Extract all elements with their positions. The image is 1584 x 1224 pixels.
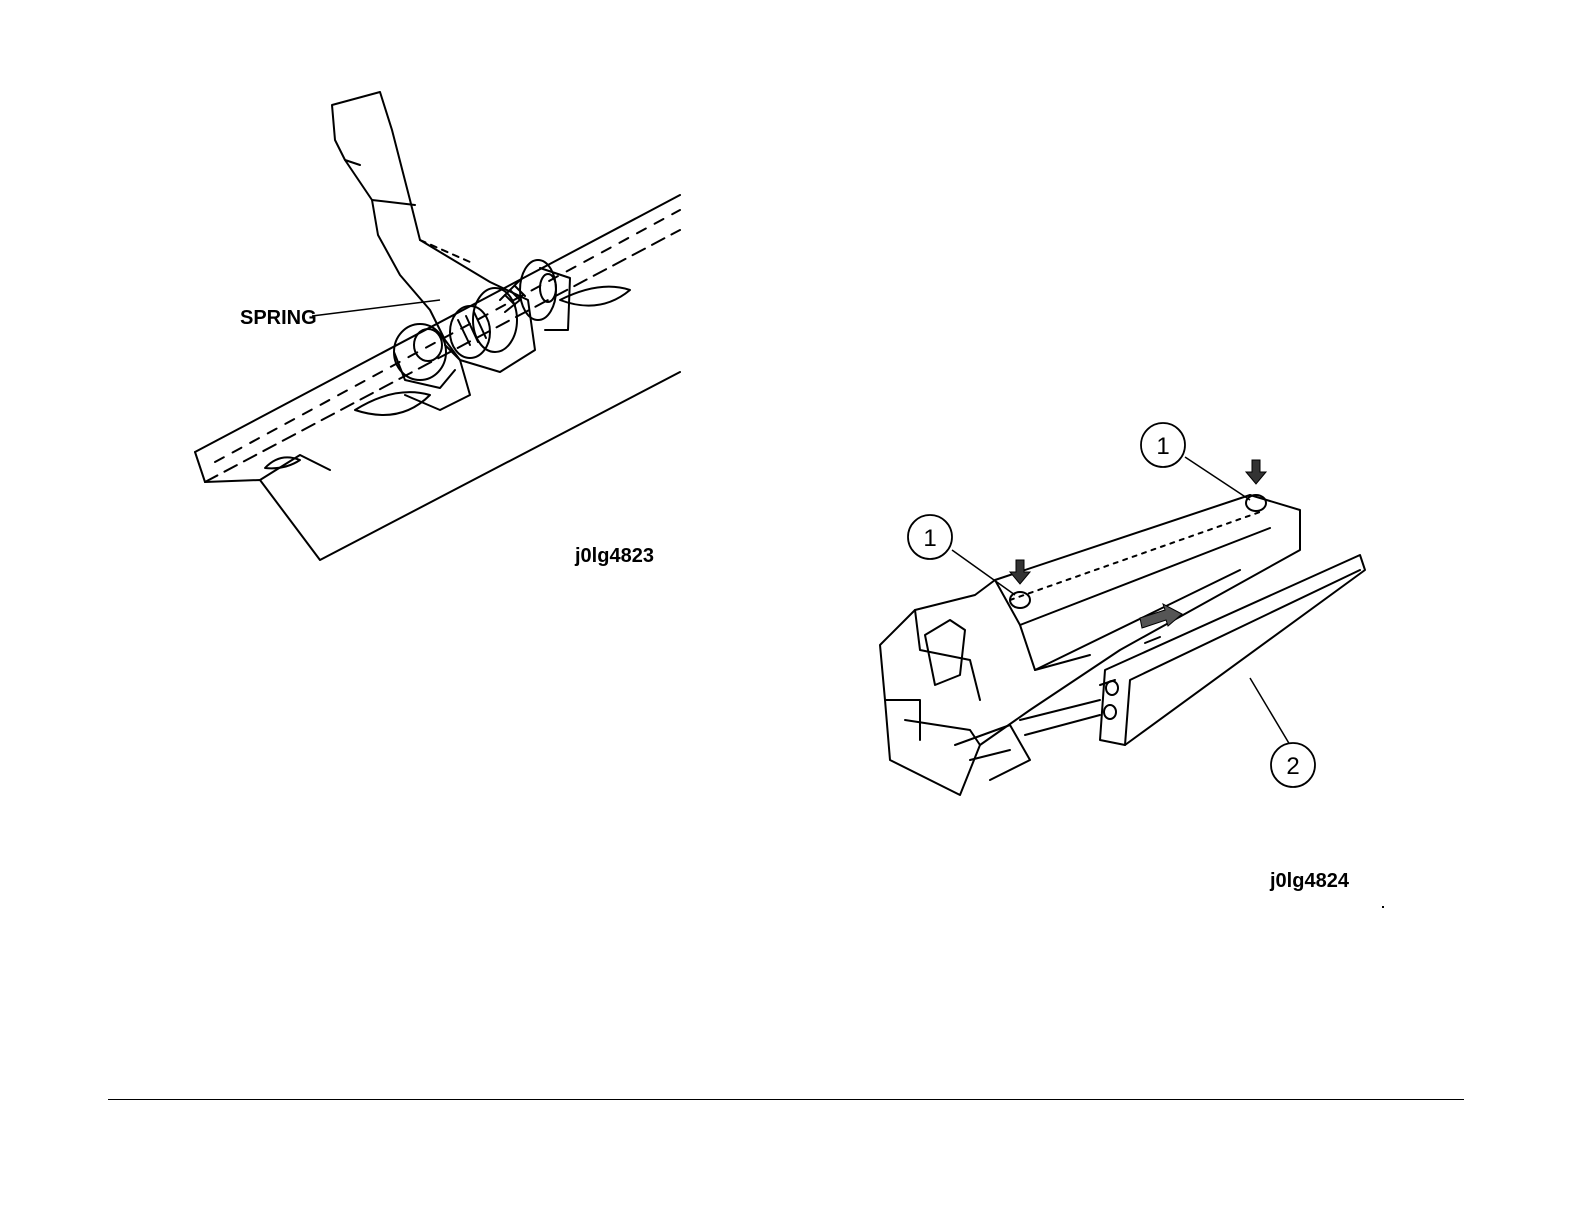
figure-id-right: j0lg4824 xyxy=(1269,870,1350,892)
cover-removal-figure: 1 1 2 j0lg4824 xyxy=(860,400,1420,900)
screw-arrow-left xyxy=(1010,560,1030,584)
svg-text:1: 1 xyxy=(1156,433,1169,460)
spring-bracket-figure: SPRING j0lg4823 xyxy=(0,0,780,600)
spring-label: SPRING xyxy=(240,307,317,329)
svg-text:2: 2 xyxy=(1286,753,1299,780)
cover-removal-drawing: 1 1 2 j0lg4824 xyxy=(860,400,1420,900)
screw-arrow-right xyxy=(1246,460,1266,484)
svg-text:1: 1 xyxy=(923,525,936,552)
scan-speck xyxy=(1382,906,1384,908)
callout-1-right: 1 xyxy=(1141,423,1185,467)
spring-leader-line xyxy=(312,300,440,316)
callout-1-left: 1 xyxy=(908,515,952,559)
footer-divider xyxy=(108,1099,1464,1100)
spring-bracket-drawing: SPRING j0lg4823 xyxy=(0,0,780,600)
figure-id-left: j0lg4823 xyxy=(574,545,654,567)
callout-2: 2 xyxy=(1271,743,1315,787)
